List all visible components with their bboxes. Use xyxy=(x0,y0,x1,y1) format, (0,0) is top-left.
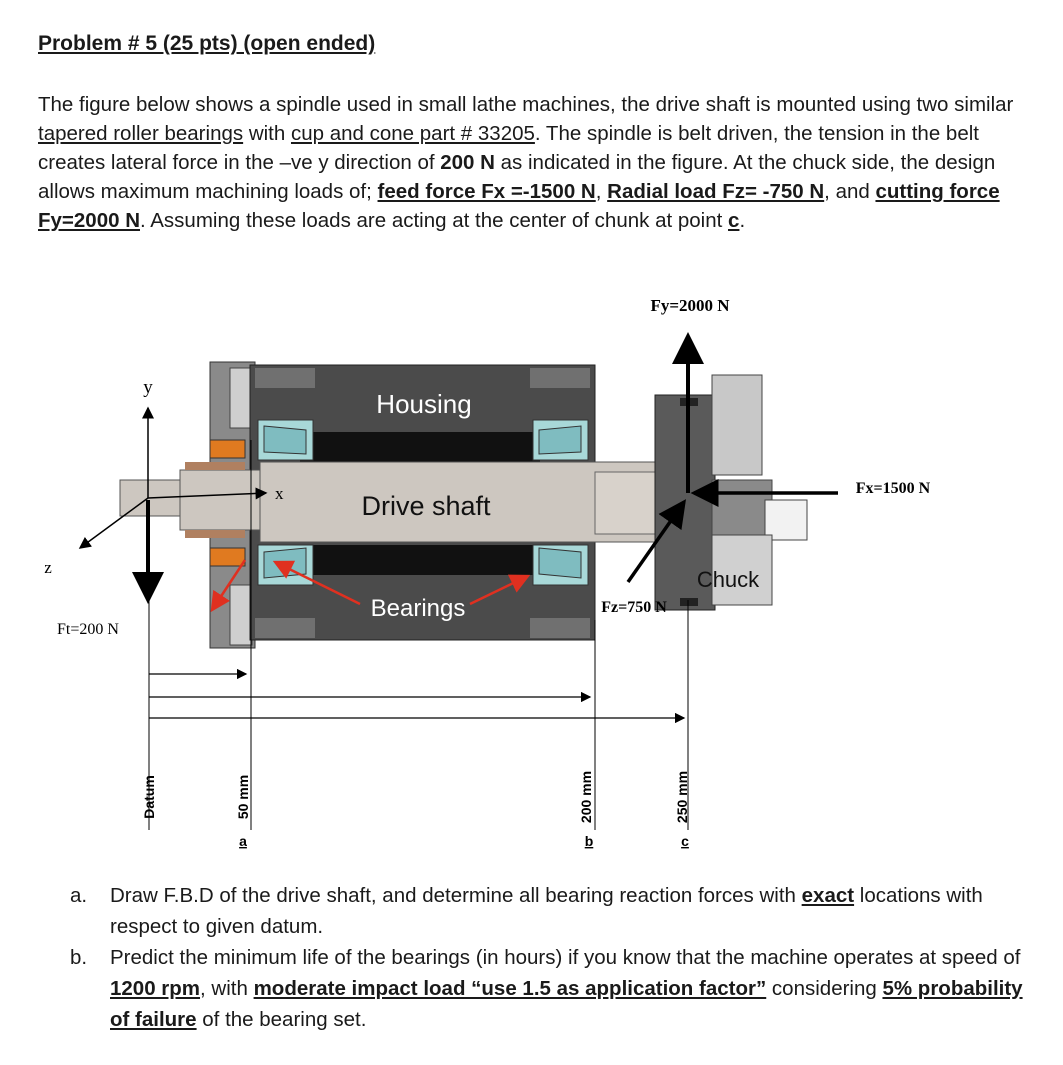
right-bearing-top xyxy=(532,419,589,461)
left-bearing-bottom xyxy=(257,544,314,586)
bearing-pointer-seal xyxy=(210,559,247,613)
fz-force-arrow xyxy=(626,499,687,584)
fx-force-label: Fx=1500 N xyxy=(856,480,931,497)
left-seal-top xyxy=(209,439,246,459)
bearings-label: Bearings xyxy=(371,595,466,622)
dim-c-label: 250 mm xyxy=(674,771,690,823)
point-c-label: c xyxy=(681,833,689,849)
bearing-pointer-left xyxy=(272,560,361,606)
bearing-pointer-right xyxy=(469,574,531,606)
problem-title: Problem # 5 (25 pts) (open ended) xyxy=(38,32,376,55)
z-axis-label: z xyxy=(44,558,52,577)
point-b-label: b xyxy=(585,833,594,849)
fy-force-label: Fy=2000 N xyxy=(650,296,730,315)
problem-statement: The figure below shows a spindle used in… xyxy=(38,93,1014,232)
housing-label: Housing xyxy=(376,389,471,419)
task-b: b.Predict the minimum life of the bearin… xyxy=(70,942,1040,1035)
dim-a-label: 50 mm xyxy=(235,775,251,819)
x-axis-label: x xyxy=(275,484,284,503)
point-a-label: a xyxy=(239,833,247,849)
left-seal-bottom xyxy=(209,547,246,567)
x-axis-arrow xyxy=(147,487,268,500)
dim-b-label: 200 mm xyxy=(578,771,594,823)
right-bearing-bottom xyxy=(532,544,589,586)
fz-force-label: Fz=750 N xyxy=(601,599,667,616)
spindle-figure: Housing Drive shaft Bearings Chuck y x z… xyxy=(44,296,931,849)
task-list: a.Draw F.B.D of the drive shaft, and det… xyxy=(70,880,1040,1035)
left-bearing-top xyxy=(257,419,314,461)
y-axis-label: y xyxy=(143,377,153,398)
z-axis-arrow xyxy=(78,497,149,549)
belt-tension-label: Ft=200 N xyxy=(57,621,119,638)
task-b-label: b. xyxy=(70,946,88,969)
chuck-label: Chuck xyxy=(697,567,760,592)
datum-label: Datum xyxy=(141,775,157,819)
task-a-label: a. xyxy=(70,884,88,907)
task-a: a.Draw F.B.D of the drive shaft, and det… xyxy=(70,880,1040,942)
drive-shaft-label: Drive shaft xyxy=(361,491,491,521)
